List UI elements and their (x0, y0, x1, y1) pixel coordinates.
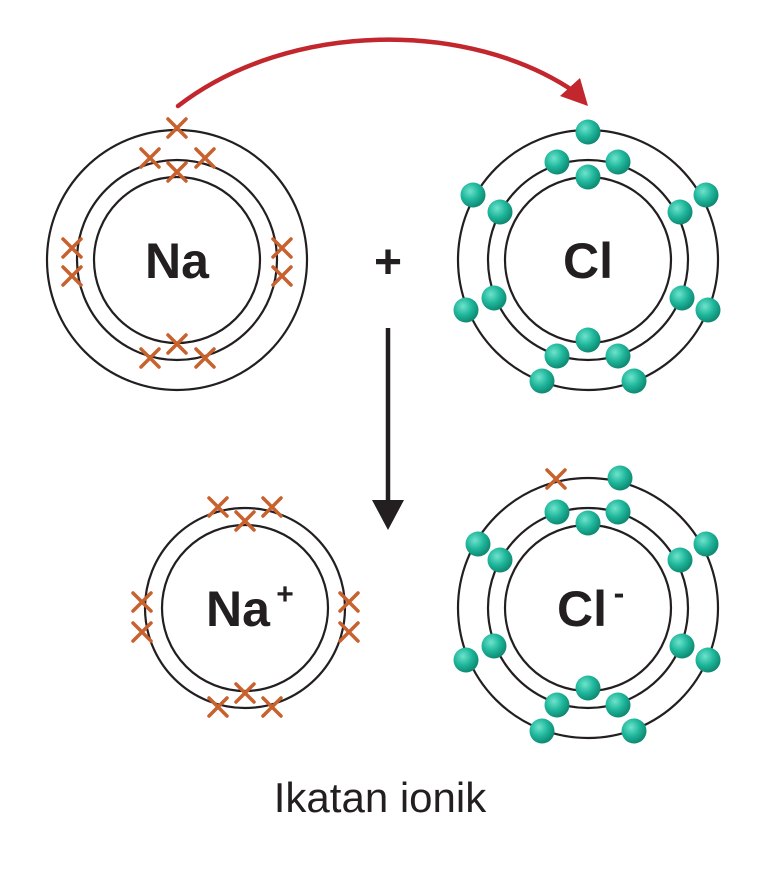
cl-ion-electron (605, 499, 631, 525)
na-ion-electron (234, 682, 256, 704)
na-electron (166, 333, 188, 355)
cl-electron (453, 297, 479, 323)
cl-symbol: Cl (563, 233, 613, 289)
cl-ion-electron (453, 647, 479, 673)
electron-transfer-arrow (175, 37, 588, 109)
cl-electron (667, 199, 693, 225)
cl-ion-electron (621, 718, 647, 744)
cl-ion-electron (529, 718, 555, 744)
na-ion-electron (207, 496, 229, 518)
cl-ion-shell-3 (456, 476, 720, 740)
cl-ion-electron (605, 692, 631, 718)
cl-ion-electrons (453, 465, 721, 744)
caption: Ikatan ionik (274, 774, 487, 821)
na-ion-symbol: Na (206, 581, 271, 637)
na-ion-electron (338, 591, 360, 613)
cl-electron (669, 285, 695, 311)
na-ion-charge: + (276, 578, 294, 611)
transferred-electron (545, 468, 567, 490)
na-symbol: Na (145, 233, 210, 289)
na-ion-electron (261, 496, 283, 518)
na-electron (194, 147, 216, 169)
cl-ion-electron (544, 692, 570, 718)
cl-electron (544, 343, 570, 369)
cl-ion-electron (481, 633, 507, 659)
na-ion-electron (261, 696, 283, 718)
cl-electron (529, 368, 555, 394)
cl-shell-2 (486, 158, 690, 362)
plus-sign: + (374, 236, 402, 289)
cl-ion-electron (667, 547, 693, 573)
cl-ion-symbol: Cl (557, 581, 607, 637)
cl-electron (621, 368, 647, 394)
cl-ion-electron (544, 499, 570, 525)
cl-ion-electron (607, 465, 633, 491)
cl-electron (695, 297, 721, 323)
chloride-ion: Cl - (453, 465, 721, 744)
cl-ion-electron (575, 510, 601, 536)
cl-electron (487, 199, 513, 225)
na-ion-electrons (131, 496, 360, 718)
na-shell-2 (75, 158, 279, 362)
cl-ion-electron (693, 531, 719, 557)
na-electron (194, 347, 216, 369)
na-ion-electron (338, 621, 360, 643)
cl-electron (544, 149, 570, 175)
reaction-arrow (372, 328, 404, 530)
na-ion-electron (207, 696, 229, 718)
cl-electron (605, 343, 631, 369)
cl-ion-electron (575, 675, 601, 701)
na-electron (271, 237, 293, 259)
cl-ion-charge: - (614, 575, 625, 611)
sodium-ion: Na + (131, 496, 360, 718)
na-electron (139, 347, 161, 369)
cl-electron (460, 182, 486, 208)
cl-electrons (453, 119, 721, 394)
na-ion-electron (234, 510, 256, 532)
cl-ion-electron (487, 547, 513, 573)
cl-electron (605, 149, 631, 175)
na-electron (139, 147, 161, 169)
na-ion-electron (131, 621, 153, 643)
na-electron (271, 265, 293, 287)
cl-electron (575, 119, 601, 145)
cl-electron (575, 327, 601, 353)
na-electron (61, 265, 83, 287)
na-electrons (61, 117, 293, 369)
chlorine-atom: Cl (453, 119, 721, 394)
na-valence-electron (166, 117, 188, 139)
cl-ion-shell-2 (486, 506, 690, 710)
cl-electron (575, 164, 601, 190)
sodium-atom: Na (45, 117, 309, 392)
na-ion-electron (131, 591, 153, 613)
cl-electron (481, 285, 507, 311)
cl-ion-electron (669, 633, 695, 659)
na-electron (61, 237, 83, 259)
cl-electron (693, 182, 719, 208)
na-electron (166, 161, 188, 183)
cl-ion-electron (695, 647, 721, 673)
cl-ion-electron (465, 531, 491, 557)
